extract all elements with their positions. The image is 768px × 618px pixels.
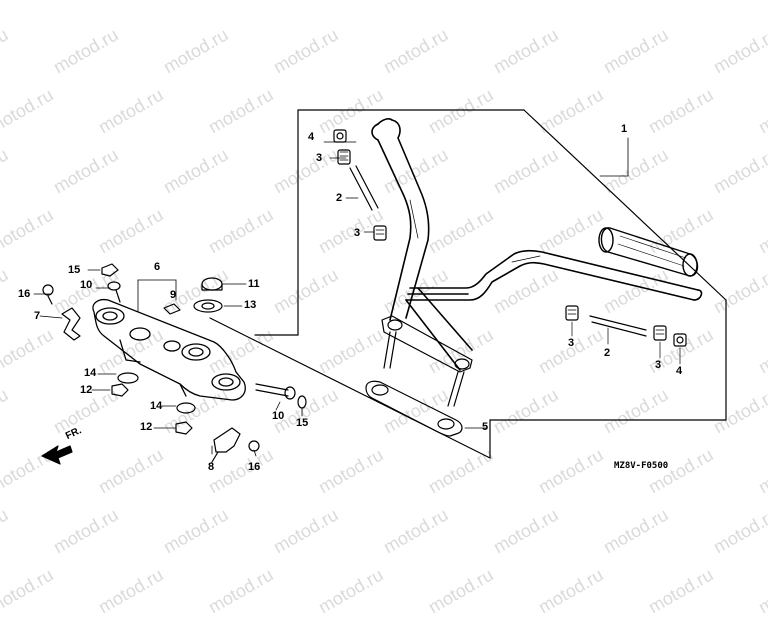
assembly-frame xyxy=(209,109,727,459)
callout-1: 1 xyxy=(621,123,628,135)
leader-lines xyxy=(33,137,629,457)
callout-16-upper: 16 xyxy=(18,288,31,300)
bar-end-weight-left xyxy=(323,129,387,241)
callout-3-upper-b: 3 xyxy=(354,227,361,239)
handlebar-grip xyxy=(598,227,699,277)
bar-end-weight-right xyxy=(565,305,687,365)
callout-14-lower: 14 xyxy=(150,400,163,412)
handlebar-upper-holder xyxy=(381,315,473,407)
callout-3-right-b: 3 xyxy=(655,359,662,371)
callout-10-lower: 10 xyxy=(272,410,285,422)
callout-13: 13 xyxy=(244,299,257,311)
callout-12-lower: 12 xyxy=(140,421,153,433)
callout-5: 5 xyxy=(482,421,489,433)
handlebar-pipe xyxy=(371,118,703,371)
top-bridge xyxy=(92,298,246,401)
callout-4-upper: 4 xyxy=(308,131,315,143)
callout-3-upper-a: 3 xyxy=(316,152,323,164)
callout-15-upper: 15 xyxy=(68,264,81,276)
callout-8: 8 xyxy=(208,461,215,473)
callout-4-right: 4 xyxy=(676,365,683,377)
cable-clip-left xyxy=(61,307,81,341)
diagram-code: MZ8V-F0500 xyxy=(614,461,669,471)
callout-16-lower: 16 xyxy=(248,461,261,473)
callout-9: 9 xyxy=(170,289,177,301)
callout-2-right: 2 xyxy=(604,347,611,359)
fasteners xyxy=(42,263,307,452)
callout-14-upper: 14 xyxy=(84,367,97,379)
callout-11: 11 xyxy=(248,278,260,290)
callout-12-upper: 12 xyxy=(80,384,93,396)
callout-6: 6 xyxy=(154,261,161,273)
callout-10-upper: 10 xyxy=(80,279,93,291)
callout-3-right-a: 3 xyxy=(568,337,575,349)
front-arrow xyxy=(41,445,73,465)
cable-guide-bracket xyxy=(211,427,241,463)
callout-7: 7 xyxy=(34,310,41,322)
parts-diagram xyxy=(33,109,727,465)
callout-2-left: 2 xyxy=(336,192,343,204)
callout-15-lower: 15 xyxy=(296,417,309,429)
handlebar-lower-holder xyxy=(365,380,463,437)
